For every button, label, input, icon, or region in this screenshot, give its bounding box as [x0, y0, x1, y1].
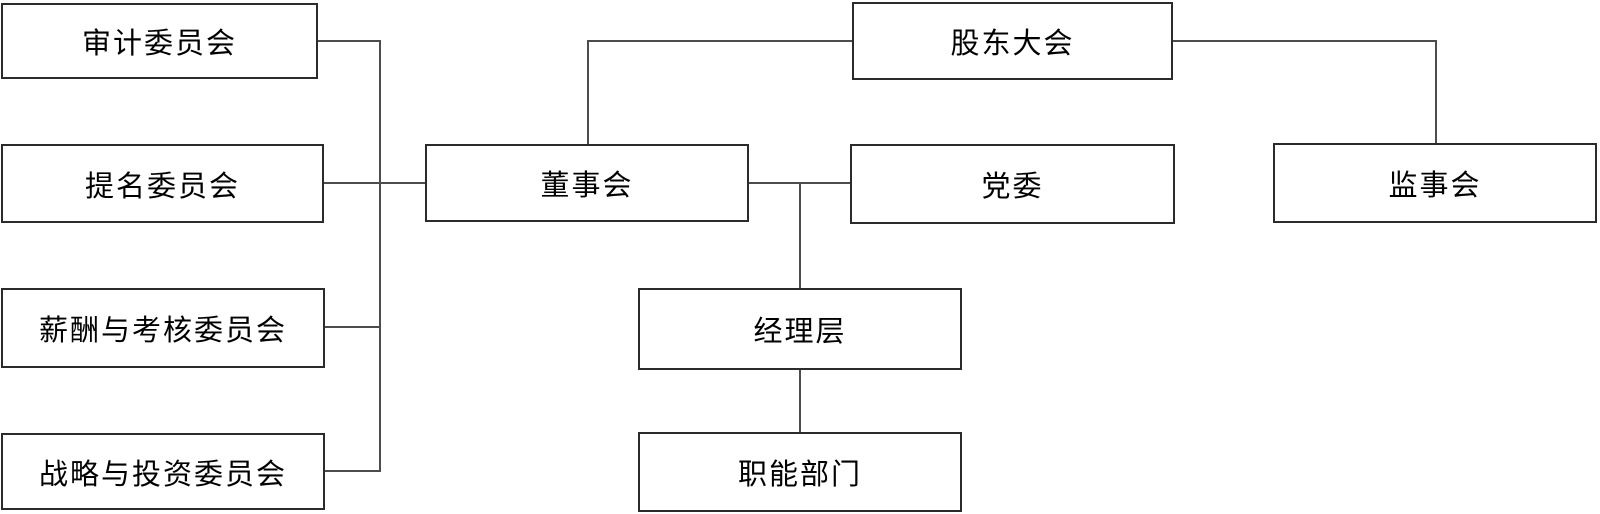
connector-shareholders-to-supervisory [1435, 40, 1437, 143]
connector-board-to-management [799, 182, 801, 288]
node-functional-departments: 职能部门 [638, 432, 962, 512]
connector-management-to-functional [799, 370, 801, 432]
node-strategy-investment-committee-label: 战略与投资委员会 [38, 458, 287, 491]
node-remuneration-appraisal-committee-label: 薪酬与考核委员会 [38, 315, 287, 347]
connector-shareholders-to-board [587, 40, 589, 144]
node-supervisory-board: 监事会 [1273, 143, 1597, 223]
node-party-committee: 党委 [850, 144, 1175, 224]
connector-remuneration-to-trunk [325, 326, 380, 328]
node-management-team: 经理层 [638, 288, 962, 370]
node-nomination-committee: 提名委员会 [1, 144, 324, 223]
node-functional-departments-label: 职能部门 [737, 459, 862, 491]
connector-strategy-to-trunk [325, 470, 380, 472]
node-shareholders-meeting-label: 股东大会 [950, 28, 1075, 60]
node-audit-committee-label: 审计委员会 [81, 28, 237, 60]
node-strategy-investment-committee: 战略与投资委员会 [1, 433, 325, 510]
node-management-team-label: 经理层 [753, 316, 847, 348]
node-nomination-committee-label: 提名委员会 [84, 170, 240, 203]
node-board-of-directors: 董事会 [425, 144, 749, 222]
connector-committees-trunk [379, 40, 381, 472]
node-board-of-directors-label: 董事会 [540, 170, 634, 202]
node-audit-committee: 审计委员会 [1, 3, 318, 79]
node-remuneration-appraisal-committee: 薪酬与考核委员会 [1, 288, 325, 368]
node-party-committee-label: 党委 [981, 171, 1044, 203]
connector-nomination-to-board [324, 182, 425, 184]
node-supervisory-board-label: 监事会 [1388, 170, 1482, 202]
node-shareholders-meeting: 股东大会 [852, 2, 1173, 80]
connector-audit-to-trunk [318, 40, 380, 42]
connector-shareholders-right [1173, 40, 1437, 42]
connector-shareholders-left [588, 40, 852, 42]
